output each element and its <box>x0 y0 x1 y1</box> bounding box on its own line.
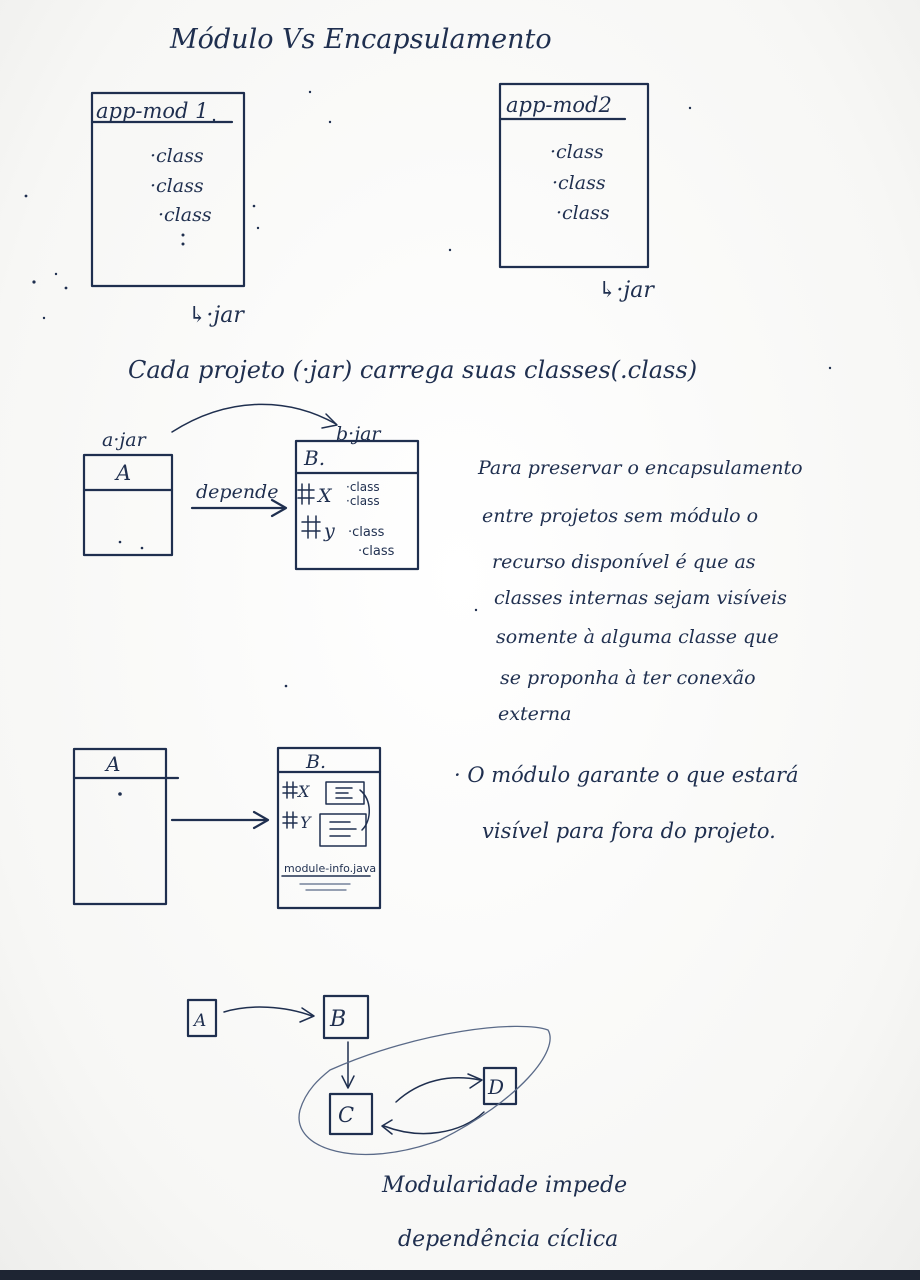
module-1-class-2: ·class <box>150 175 204 197</box>
package-y-icon <box>301 515 321 539</box>
bottom-edge <box>0 1270 920 1280</box>
module-note: · O módulo garante o que estará visível … <box>454 763 799 843</box>
module-info-label: module-info.java <box>284 862 376 875</box>
box-b-large: B. X Y module-info.java <box>276 746 382 910</box>
module-1-class-1: ·class <box>150 145 204 167</box>
package-y-class-2: ·class <box>358 544 395 559</box>
section-1-caption: Cada projeto (·jar) carrega suas classes… <box>128 356 697 384</box>
box-a-large: A <box>72 747 180 906</box>
box-b-large-label: B. <box>305 751 326 773</box>
package-y-label: y <box>323 520 335 542</box>
module-1-class-3: ·class <box>158 204 212 226</box>
cycle-diagram: A B C D <box>186 994 551 1156</box>
module-2-class-3: ·class <box>556 202 610 224</box>
package-x-large-label: X <box>296 782 310 801</box>
box-a-label: A <box>114 461 131 485</box>
node-d-label: D <box>487 1075 504 1099</box>
module-1-jar-label: ↳·jar <box>188 303 245 328</box>
package-y-class-1: ·class <box>348 525 385 540</box>
a-jar-label: a·jar <box>102 429 148 451</box>
box-b-label: B. <box>303 446 325 470</box>
module-box-2: app-mod2 ·class ·class ·class <box>498 82 650 269</box>
stray-dots <box>24 90 832 796</box>
module-box-1: app-mod 1 ·class ·class ·class <box>90 91 246 288</box>
package-y-large-label: Y <box>300 813 312 832</box>
node-c-label: C <box>338 1103 354 1127</box>
module-2-class-2: ·class <box>552 172 606 194</box>
box-b-small: B. X ·class ·class y ·class ·class <box>294 439 420 571</box>
b-jar-label: b·jar <box>336 423 382 445</box>
note-line-5: somente à alguma classe que <box>496 626 779 648</box>
node-b-label: B <box>329 1007 346 1032</box>
cycle-caption: Modularidade impede dependência cíclica <box>381 1173 627 1252</box>
jar-curve-arrow <box>171 403 337 433</box>
package-x-label: X <box>316 485 333 507</box>
module-2-jar-label: ↳·jar <box>598 278 655 303</box>
note-line-6: se proponha à ter conexão <box>500 667 756 689</box>
cycle-caption-line-1: Modularidade impede <box>381 1173 627 1198</box>
note-line-4: classes internas sejam visíveis <box>494 587 787 609</box>
package-x-class-2: ·class <box>346 494 380 508</box>
box-a-large-label: A <box>104 752 120 776</box>
package-x-large-icon <box>282 781 298 799</box>
module-2-header: app-mod2 <box>506 93 612 117</box>
note-line-3: recurso disponível é que as <box>492 551 756 573</box>
package-y-large-icon <box>282 811 298 829</box>
note-line-1: Para preservar o encapsulamento <box>477 457 803 479</box>
note-line-7: externa <box>498 703 572 725</box>
package-x-icon <box>297 483 315 505</box>
cycle-loop <box>298 1025 551 1156</box>
page-title: Módulo Vs Encapsulamento <box>169 24 552 55</box>
module-1-header: app-mod 1 <box>96 99 209 123</box>
box-a-small: A <box>82 453 174 557</box>
module-note-line-1: · O módulo garante o que estará <box>454 763 799 787</box>
node-a-label: A <box>192 1011 206 1031</box>
note-line-2: entre projetos sem módulo o <box>482 505 758 527</box>
module-note-line-2: visível para fora do projeto. <box>482 819 776 843</box>
module-2-class-1: ·class <box>550 141 604 163</box>
package-x-class-1: ·class <box>346 480 380 494</box>
depends-arrow-label: depende <box>196 481 278 503</box>
cycle-caption-line-2: dependência cíclica <box>398 1227 618 1252</box>
encapsulation-note: Para preservar o encapsulamento entre pr… <box>477 457 803 725</box>
